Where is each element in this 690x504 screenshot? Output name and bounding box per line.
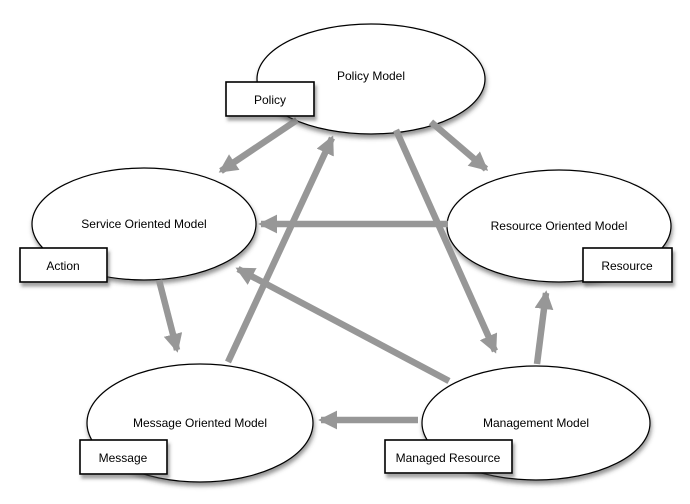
arrow-policy-to-service <box>218 117 299 174</box>
management-model-label: Management Model <box>483 416 589 430</box>
policy-model-label: Policy Model <box>337 69 405 83</box>
arrow-policy-to-resource <box>428 119 489 172</box>
managed-resource-tag-label: Managed Resource <box>396 451 501 465</box>
arrow-management-to-resource <box>533 290 554 365</box>
policy-tag-box <box>225 81 315 117</box>
resource-tag-label: Resource <box>601 259 653 273</box>
action-tag-label: Action <box>46 259 79 273</box>
policy-tag: Policy <box>225 81 315 117</box>
message-tag-box <box>79 439 168 475</box>
message-oriented-model-label: Message Oriented Model <box>133 416 267 430</box>
service-oriented-model-label: Service Oriented Model <box>81 217 206 231</box>
message-tag-label: Message <box>99 451 148 465</box>
message-tag: Message <box>79 439 168 475</box>
action-tag-box <box>19 247 108 283</box>
arrow-message-to-policy <box>225 135 335 364</box>
action-tag: Action <box>19 247 108 283</box>
resource-oriented-model-label: Resource Oriented Model <box>491 219 628 233</box>
managed-resource-tag-box <box>384 439 513 474</box>
arrow-management-to-service <box>235 266 451 384</box>
resource-tag-box <box>582 247 673 283</box>
arrow-service-to-message <box>155 279 183 353</box>
arrow-policy-to-management <box>393 128 498 354</box>
resource-tag: Resource <box>582 247 673 283</box>
policy-tag-label: Policy <box>254 93 286 107</box>
managed-resource-tag: Managed Resource <box>384 439 513 474</box>
